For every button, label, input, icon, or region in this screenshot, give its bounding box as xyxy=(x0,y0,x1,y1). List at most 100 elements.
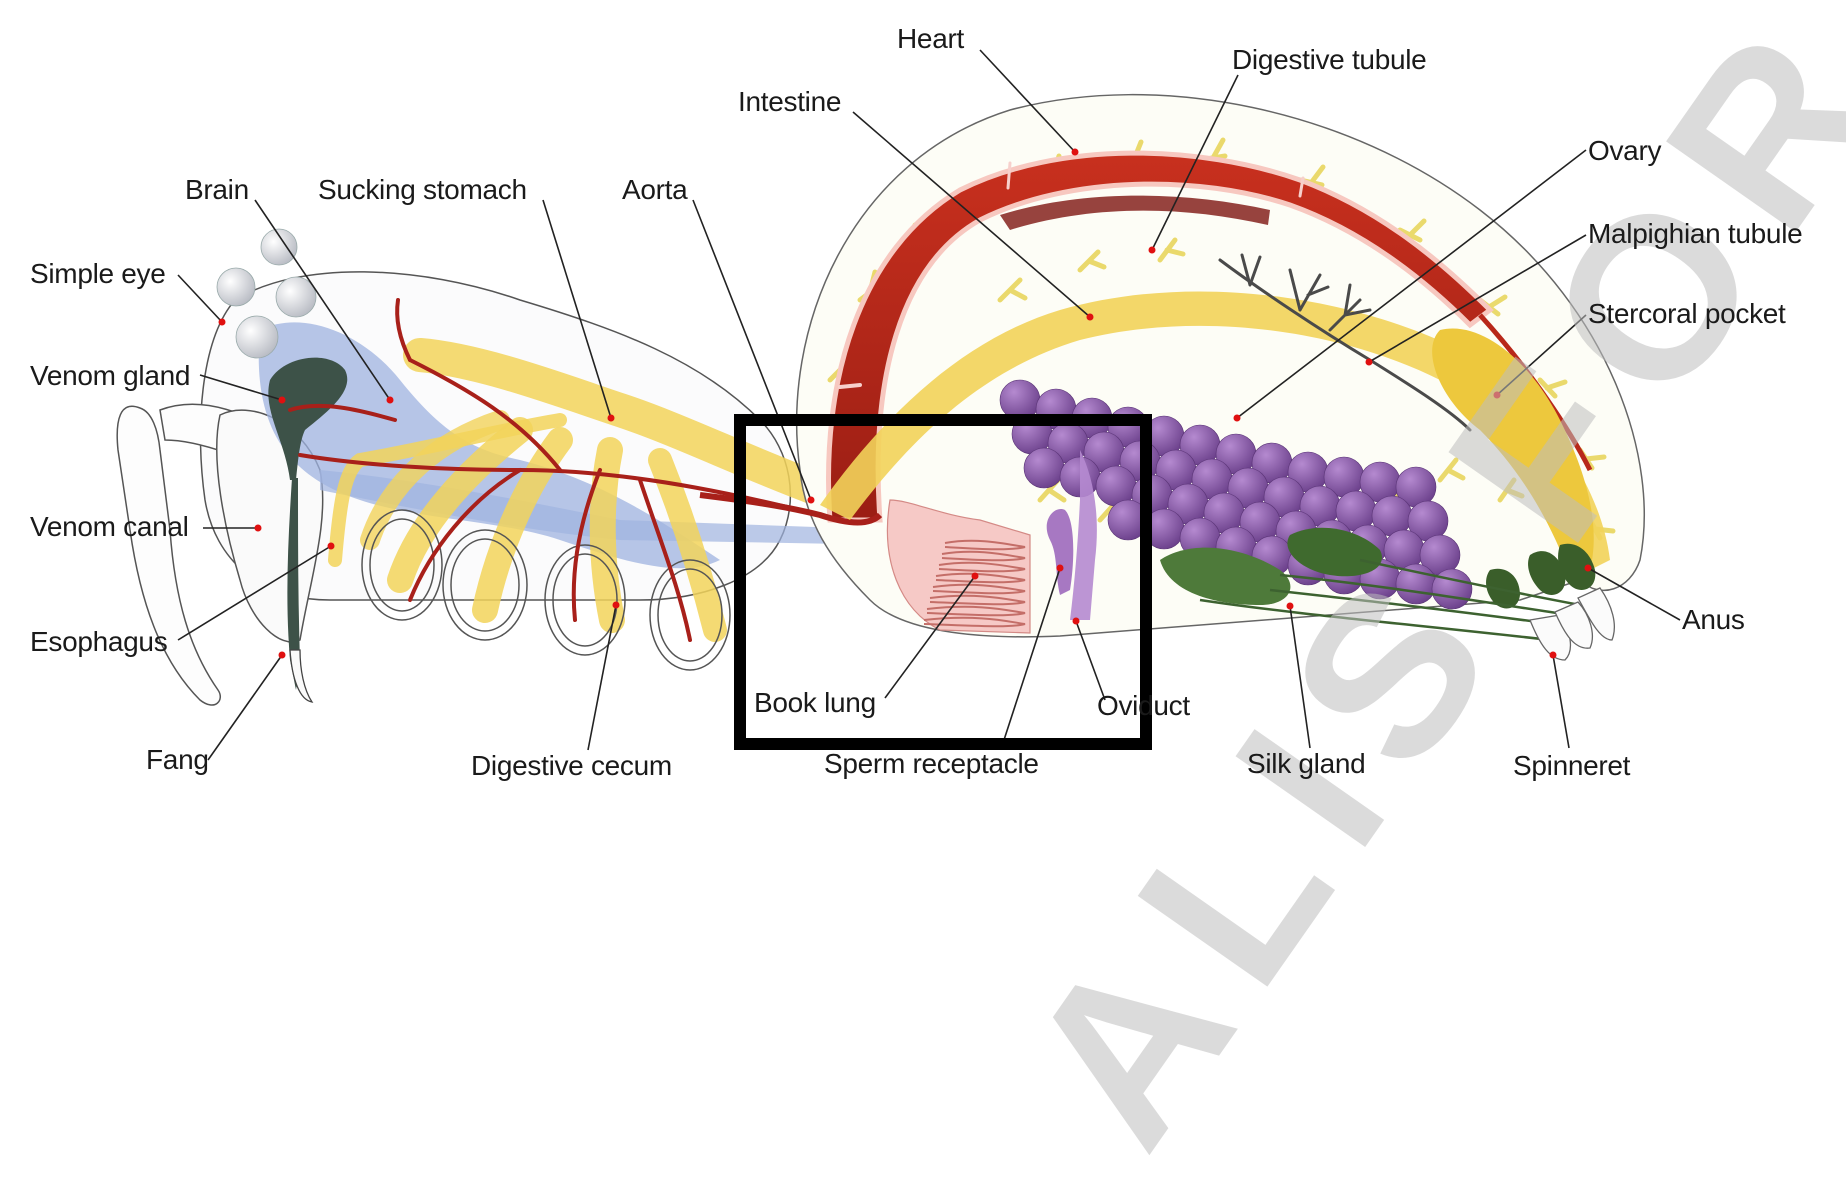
pointer-dot-intestine xyxy=(1086,313,1094,321)
silk-duct xyxy=(1199,598,1551,642)
pointer-line-brain xyxy=(254,199,391,401)
simple-eye xyxy=(275,276,317,318)
pointer-dot-digestive-cecum xyxy=(612,601,620,609)
pointer-line-digestive-cecum xyxy=(587,604,617,751)
leg-base xyxy=(657,568,723,662)
pointer-line-digestive-tubule xyxy=(1151,74,1239,251)
oviduct xyxy=(1070,450,1097,620)
book-lung-lamella xyxy=(944,539,1026,551)
label-brain: Brain xyxy=(185,174,249,205)
pointer-line-stercoral-pocket xyxy=(1496,314,1587,396)
stercoral-pocket xyxy=(1432,328,1594,575)
heart-inner-shade xyxy=(1000,195,1270,230)
pointer-line-ovary xyxy=(1236,149,1587,419)
silk-glands xyxy=(1160,527,1596,642)
malpighian-tubule xyxy=(1328,283,1372,332)
spinneret xyxy=(1577,587,1615,641)
pointer-lines xyxy=(177,49,1681,761)
label-stercoral-pocket: Stercoral pocket xyxy=(1588,298,1786,329)
pointer-line-sucking-stomach xyxy=(542,199,612,419)
highlight-box xyxy=(734,414,1152,750)
digestive-tubule xyxy=(1497,477,1525,503)
pointer-dot-venom-canal xyxy=(254,524,262,532)
book-lung-body xyxy=(886,499,1031,634)
ostium xyxy=(1006,161,1012,190)
pointer-line-silk-gland xyxy=(1289,605,1311,749)
digestive-system-anterior xyxy=(328,338,837,642)
digestive-tubule xyxy=(1397,218,1427,243)
silk-gland xyxy=(1160,547,1291,605)
ostium xyxy=(838,383,862,389)
sucking-stomach xyxy=(403,338,837,507)
pointer-line-book-lung xyxy=(884,575,976,699)
book-lung-lamella xyxy=(932,583,1026,595)
label-book-lung: Book lung xyxy=(754,687,876,718)
aorta xyxy=(699,492,883,526)
artery xyxy=(408,358,562,472)
book-lung xyxy=(886,499,1031,634)
book-lung-lamella xyxy=(941,550,1026,562)
pointer-dot-book-lung xyxy=(971,572,979,580)
digestive-cecum-branch xyxy=(648,448,727,642)
pointer-dot-silk-gland xyxy=(1286,602,1294,610)
pointer-line-spinneret xyxy=(1552,654,1570,749)
label-venom-canal: Venom canal xyxy=(30,511,189,542)
pointer-dots xyxy=(218,148,1592,659)
ovary-egg xyxy=(1431,568,1473,610)
label-venom-gland: Venom gland xyxy=(30,360,191,391)
artery xyxy=(408,468,522,602)
pointer-dot-spinneret xyxy=(1549,651,1557,659)
pointer-dot-heart xyxy=(1071,148,1079,156)
label-anus: Anus xyxy=(1682,604,1745,635)
digestive-cecum-branch xyxy=(387,417,533,593)
simple-eyes xyxy=(216,228,317,359)
leg-base xyxy=(369,518,435,612)
pointer-dot-sperm-receptacle xyxy=(1056,564,1064,572)
book-lung-lamella xyxy=(923,616,1026,628)
pointer-dot-brain xyxy=(386,396,394,404)
leg-base xyxy=(450,538,520,632)
silk-duct xyxy=(1359,558,1581,607)
pointer-dot-stercoral-pocket xyxy=(1493,391,1501,399)
label-aorta: Aorta xyxy=(622,174,688,205)
leg-bases xyxy=(361,509,731,671)
pointer-dot-aorta xyxy=(807,496,815,504)
pointer-line-simple-eye xyxy=(177,274,223,323)
pointer-line-malpighian-tubule xyxy=(1368,234,1587,363)
pointer-dot-sucking-stomach xyxy=(607,414,615,422)
cephalothorax xyxy=(116,228,900,706)
pointer-dot-fang xyxy=(278,651,286,659)
pointer-dot-anus xyxy=(1584,564,1592,572)
fang xyxy=(289,649,314,703)
pointer-dot-ovary xyxy=(1233,414,1241,422)
sperm-receptacle xyxy=(1046,509,1074,595)
label-sperm-receptacle: Sperm receptacle xyxy=(824,748,1039,779)
nerve-cord xyxy=(320,470,900,545)
pointer-line-oviduct xyxy=(1075,620,1106,701)
pointer-dot-malpighian-tubule xyxy=(1365,358,1373,366)
ostium xyxy=(1298,176,1305,198)
silk-gland xyxy=(1558,543,1596,590)
pointer-line-sperm-receptacle xyxy=(1002,567,1061,744)
book-lung-lamella xyxy=(926,605,1026,617)
pointer-line-intestine xyxy=(852,111,1091,318)
label-intestine: Intestine xyxy=(738,86,842,117)
venom-canal xyxy=(287,478,300,690)
digestive-tubule xyxy=(1157,237,1186,263)
leg-base xyxy=(361,509,443,621)
pointer-dot-oviduct xyxy=(1072,617,1080,625)
malpighian-tubule xyxy=(1288,268,1330,312)
label-fang: Fang xyxy=(146,744,209,775)
artery xyxy=(571,468,602,622)
label-silk-gland: Silk gland xyxy=(1247,748,1366,779)
simple-eye xyxy=(235,315,279,359)
spinnerets xyxy=(1529,587,1615,661)
silk-gland xyxy=(1287,527,1382,577)
book-lung-lamellae xyxy=(923,539,1026,628)
label-digestive-cecum: Digestive cecum xyxy=(471,750,672,781)
digestive-tubule xyxy=(997,277,1028,303)
label-malpighian-tubule: Malpighian tubule xyxy=(1588,218,1803,249)
venom-gland xyxy=(268,357,348,480)
abdomen xyxy=(699,93,1646,661)
leg-base xyxy=(442,529,528,641)
